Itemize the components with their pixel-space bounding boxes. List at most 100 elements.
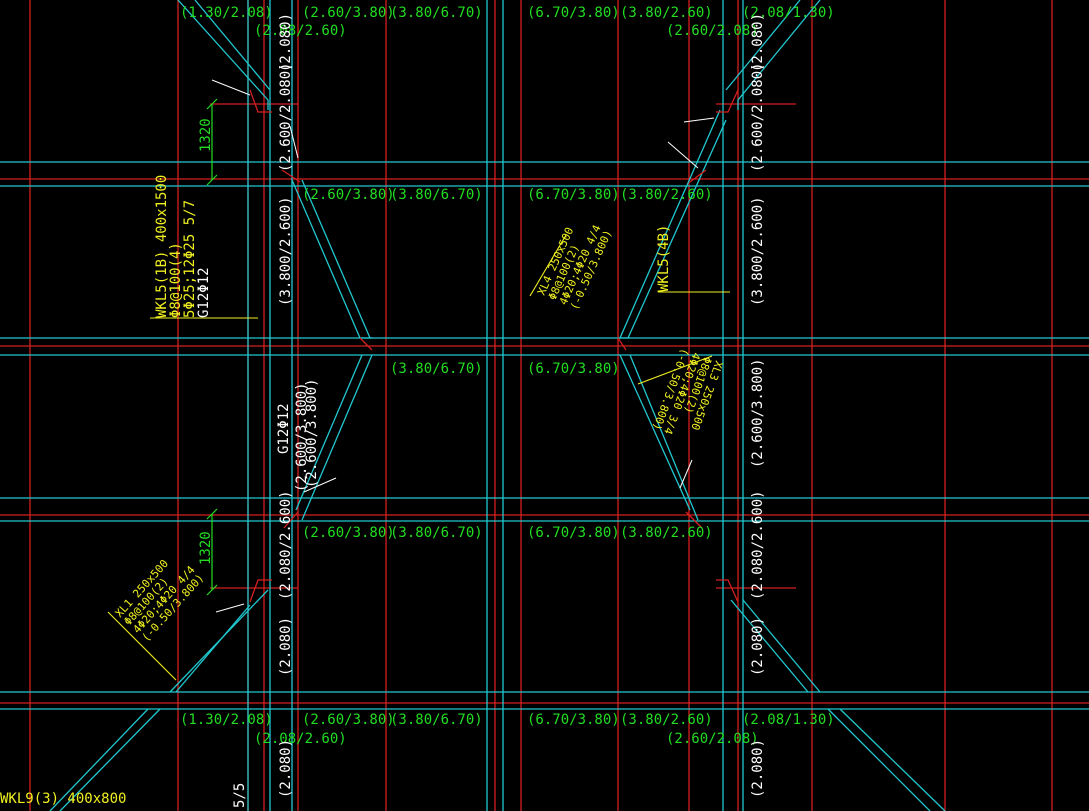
span-label: (3.80/6.70) — [390, 712, 483, 728]
span-label: (2.60/3.80) — [302, 712, 395, 728]
span-label: (2.60/2.08) — [666, 731, 759, 747]
label-leader — [529, 234, 567, 297]
beam-note-wkl5-4b: WKL5(4B) — [656, 225, 672, 292]
leader-line — [679, 459, 693, 489]
span-label: (3.80/2.60) — [620, 525, 713, 541]
span-label: (6.70/3.80) — [527, 187, 620, 203]
vertical-span-label: (2.080/2.600) — [750, 490, 766, 600]
diagonal-beam — [175, 604, 251, 693]
haunch-mark — [685, 511, 703, 529]
span-label: (6.70/3.80) — [527, 712, 620, 728]
beam-note-line: WKL5(1B) 400x1500 — [154, 175, 170, 318]
span-label: (2.60/3.80) — [302, 525, 395, 541]
vertical-span-label: (2.600/2.080) — [750, 62, 766, 172]
dimension-tick — [206, 98, 218, 110]
label-leaders — [107, 234, 730, 681]
haunch-mark — [249, 579, 272, 603]
haunch-mark — [281, 169, 301, 183]
haunch-mark — [249, 89, 272, 113]
vertical-span-label: (2.080) — [278, 739, 294, 798]
leader-lines — [211, 79, 715, 613]
haunch-mark — [716, 89, 739, 113]
beam-note-wkl9: WKL9(3) 400x800 — [0, 791, 126, 807]
dimension-tick — [206, 508, 218, 520]
leader-line — [211, 79, 251, 96]
span-label: (1.30/2.08) — [180, 712, 273, 728]
beam-note-line: Φ8@100(4) — [168, 242, 184, 318]
span-label: (3.80/2.60) — [620, 5, 713, 21]
vertical-span-label: (2.080) — [278, 617, 294, 676]
span-label: (2.60/3.80) — [302, 187, 395, 203]
span-label: (3.80/2.60) — [620, 187, 713, 203]
span-label: (3.80/6.70) — [390, 5, 483, 21]
span-labels: (1.30/2.08) (2.08/2.60) (2.60/3.80) (3.8… — [180, 5, 835, 747]
span-label: (3.80/2.60) — [620, 712, 713, 728]
span-label: (3.80/6.70) — [390, 187, 483, 203]
diagonal-beam — [730, 599, 809, 693]
vertical-span-label: (2.080) — [750, 739, 766, 798]
diagonal-beam — [301, 179, 371, 339]
diagonal-beam — [301, 354, 373, 521]
beam-note-g12-value: (2.600/3.800) — [304, 378, 320, 488]
beam-note-line: G12Φ12 — [196, 267, 212, 318]
diagonal-beam — [49, 708, 149, 811]
diagonal-beam — [619, 109, 721, 339]
span-label: (3.80/6.70) — [390, 525, 483, 541]
span-label: (2.08/1.30) — [742, 712, 835, 728]
beam-note-wkl9-ratio: 5/5 — [232, 783, 248, 808]
vertical-span-label: (2.600/3.800) — [294, 382, 310, 492]
diagonal-beam — [627, 119, 727, 339]
vertical-span-label: (2.080) — [750, 617, 766, 676]
haunch-mark — [359, 337, 373, 351]
vertical-span-label: (2.080) — [278, 13, 294, 72]
diagonal-beam — [194, 0, 271, 91]
span-label: (3.80/6.70) — [390, 361, 483, 377]
haunch-marks — [249, 89, 739, 603]
span-label: (2.08/2.60) — [254, 23, 347, 39]
span-label: (2.08/2.60) — [254, 731, 347, 747]
leader-line — [667, 141, 699, 169]
span-label: (2.60/2.08) — [666, 23, 759, 39]
vertical-span-label: (2.600/3.800) — [750, 358, 766, 468]
beam-note-wkl5-1b: WKL5(1B) 400x1500 Φ8@100(4) 5Φ25;12Φ25 5… — [154, 175, 212, 318]
label-leader — [637, 355, 713, 385]
dimension-lines — [206, 98, 218, 596]
haunch-mark — [617, 337, 627, 351]
vertical-span-label: (3.800/2.600) — [278, 196, 294, 306]
haunch-mark — [689, 169, 707, 183]
span-label: (2.08/1.30) — [742, 5, 835, 21]
diagonal-beam — [827, 708, 931, 811]
leader-line — [289, 125, 299, 159]
diagonal-beam — [295, 354, 363, 511]
span-label: (6.70/3.80) — [527, 525, 620, 541]
beam-note-line: 5Φ25;12Φ25 5/7 — [182, 200, 198, 318]
beam-note-g12-line: G12Φ12 — [276, 403, 292, 454]
label-leader — [107, 611, 177, 681]
leader-line — [683, 117, 715, 123]
vertical-labels: (2.080) (2.600/2.080) (3.800/2.600) (2.6… — [276, 13, 766, 798]
haunch-mark — [283, 511, 299, 529]
vertical-span-label: (2.080/2.600) — [278, 490, 294, 600]
leader-line — [215, 603, 245, 613]
vertical-span-label: (2.080) — [750, 13, 766, 72]
diagonal-beam — [737, 0, 821, 110]
span-label: (6.70/3.80) — [527, 5, 620, 21]
dimension-tick — [206, 584, 218, 596]
diagonal-beam — [177, 0, 269, 110]
diagonal-beam — [742, 599, 821, 693]
dimension-value: 1320 — [198, 531, 214, 565]
vertical-span-label: (2.600/2.080) — [278, 62, 294, 172]
diagonal-beam — [839, 708, 946, 811]
dimension-value: 1320 — [198, 118, 214, 152]
vertical-span-label: (3.800/2.600) — [750, 196, 766, 306]
diagonal-beam — [59, 708, 161, 811]
span-label: (2.60/3.80) — [302, 5, 395, 21]
haunch-mark — [716, 579, 739, 603]
diagonal-beam — [619, 354, 691, 511]
dimension-tick — [206, 174, 218, 186]
diagonal-beam — [725, 0, 801, 91]
